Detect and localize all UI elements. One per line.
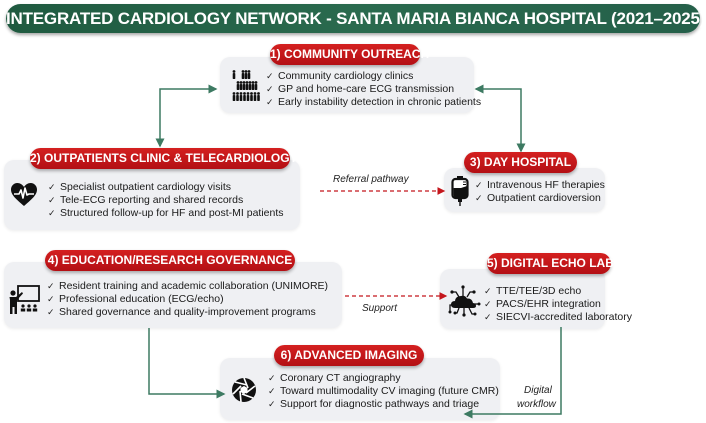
list-item: Support for diagnostic pathways and tria…	[268, 398, 499, 411]
node-6-items: Coronary CT angiography Toward multimoda…	[268, 372, 499, 411]
list-item: Tele-ECG reporting and shared records	[48, 194, 284, 207]
node-1-heading: 1) COMMUNITY OUTREACH	[270, 44, 429, 65]
list-item: Shared governance and quality-improvemen…	[47, 306, 328, 319]
teacher-board-icon	[8, 285, 42, 320]
digital-workflow-label-1: Digital	[524, 385, 552, 396]
aperture-icon	[231, 377, 257, 408]
list-item: Professional education (ECG/echo)	[47, 293, 328, 306]
page-title: INTEGRATED CARDIOLOGY NETWORK - SANTA MA…	[6, 4, 705, 33]
node-2-heading: 2) OUTPATIENTS CLINIC & TELECARDIOLOGY	[30, 148, 298, 169]
node-2-items: Specialist outpatient cardiology visits …	[48, 181, 284, 220]
iv-bag-icon	[451, 176, 469, 211]
node-5-heading: 5) DIGITAL ECHO LAB	[487, 253, 614, 274]
list-item: Toward multimodality CV imaging (future …	[268, 385, 499, 398]
connector-4-to-6	[148, 328, 226, 399]
support-label: Support	[362, 303, 398, 314]
node-4-heading: 4) EDUCATION/RESEARCH GOVERNANCE	[45, 250, 295, 271]
list-item: GP and home-care ECG transmission	[266, 83, 481, 96]
connector-1-to-3	[474, 84, 526, 153]
node-3-items: Intravenous HF therapies Outpatient card…	[475, 179, 605, 205]
node-3-heading: 3) DAY HOSPITAL	[464, 152, 577, 173]
heart-ecg-icon	[11, 183, 37, 212]
list-item: PACS/EHR integration	[484, 298, 632, 311]
list-item: SIECVI-accredited laboratory	[484, 311, 632, 324]
connector-1-to-2	[155, 84, 218, 148]
list-item: Community cardiology clinics	[266, 70, 481, 83]
referral-pathway-label: Referral pathway	[333, 174, 409, 185]
list-item: Coronary CT angiography	[268, 372, 499, 385]
list-item: Structured follow-up for HF and post-MI …	[48, 207, 284, 220]
cloud-network-icon	[447, 284, 481, 323]
list-item: Specialist outpatient cardiology visits	[48, 181, 284, 194]
list-item: TTE/TEE/3D echo	[484, 285, 632, 298]
digital-workflow-label-2: workflow	[517, 399, 556, 410]
list-item: Resident training and academic collabora…	[47, 280, 328, 293]
list-item: Early instability detection in chronic p…	[266, 96, 481, 109]
list-item: Intravenous HF therapies	[475, 179, 605, 192]
node-5-items: TTE/TEE/3D echo PACS/EHR integration SIE…	[484, 285, 632, 324]
node-6-heading: 6) ADVANCED IMAGING	[274, 345, 424, 366]
people-pyramid-icon	[232, 70, 262, 109]
node-4-items: Resident training and academic collabora…	[47, 280, 328, 319]
list-item: Outpatient cardioversion	[475, 192, 605, 205]
node-1-items: Community cardiology clinics GP and home…	[266, 70, 481, 109]
